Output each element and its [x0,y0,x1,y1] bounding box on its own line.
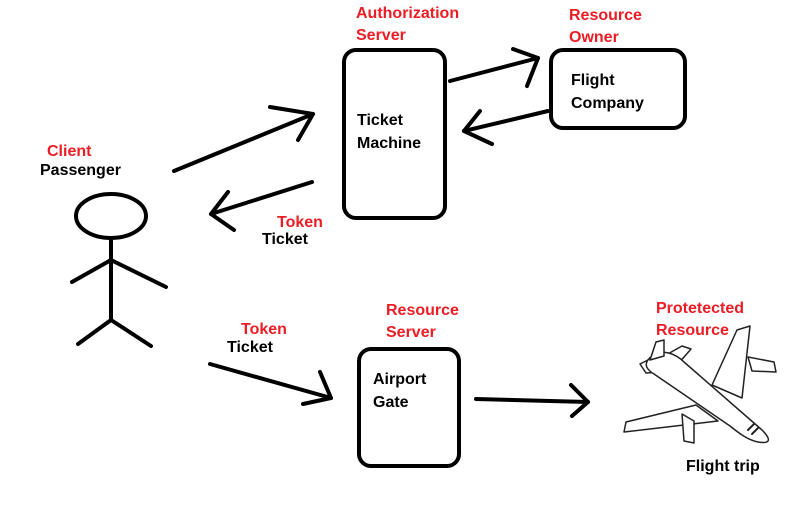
resource-owner-role-line2: Owner [569,29,619,46]
airplane-icon [623,325,777,444]
stick-figure-icon [70,192,168,348]
resource-server-role-line2: Server [386,324,436,341]
resource-owner-box: Flight Company [549,48,687,130]
auth-server-name-line2: Machine [357,135,422,152]
token-bottom-name-label: Ticket [227,339,273,356]
arrow-auth-to-owner [448,47,540,88]
resource-owner-name-line2: Company [571,95,644,112]
auth-server-role-line2: Server [356,27,406,44]
protected-resource-name-label: Flight trip [686,458,760,475]
arrow-owner-to-auth [462,109,550,146]
client-name-label: Passenger [40,162,121,179]
resource-server-role-line1: Resource [386,302,459,319]
protected-resource-role-line1: Protetected [656,300,745,317]
protected-resource-role-line2: Resource [656,322,729,339]
arrow-client-to-auth [172,105,315,173]
resource-owner-name-line1: Flight [571,72,615,89]
token-top-role-label: Token [277,214,323,231]
arrow-resource-server-to-resource [474,383,590,418]
auth-server-role-line1: Authorization [356,5,460,22]
client-role-label: Client [47,143,92,160]
token-bottom-role-label: Token [241,321,287,338]
resource-owner-role-line1: Resource [569,7,642,24]
arrow-auth-to-client [209,180,314,232]
auth-server-name-line1: Ticket [357,112,403,129]
resource-server-box: Airport Gate [357,347,461,468]
resource-server-name-line1: Airport [373,371,427,388]
authorization-server-box: Ticket Machine [342,48,447,220]
resource-server-name-line2: Gate [373,394,409,411]
arrow-client-to-resource-server [208,362,333,406]
token-top-name-label: Ticket [262,231,308,248]
